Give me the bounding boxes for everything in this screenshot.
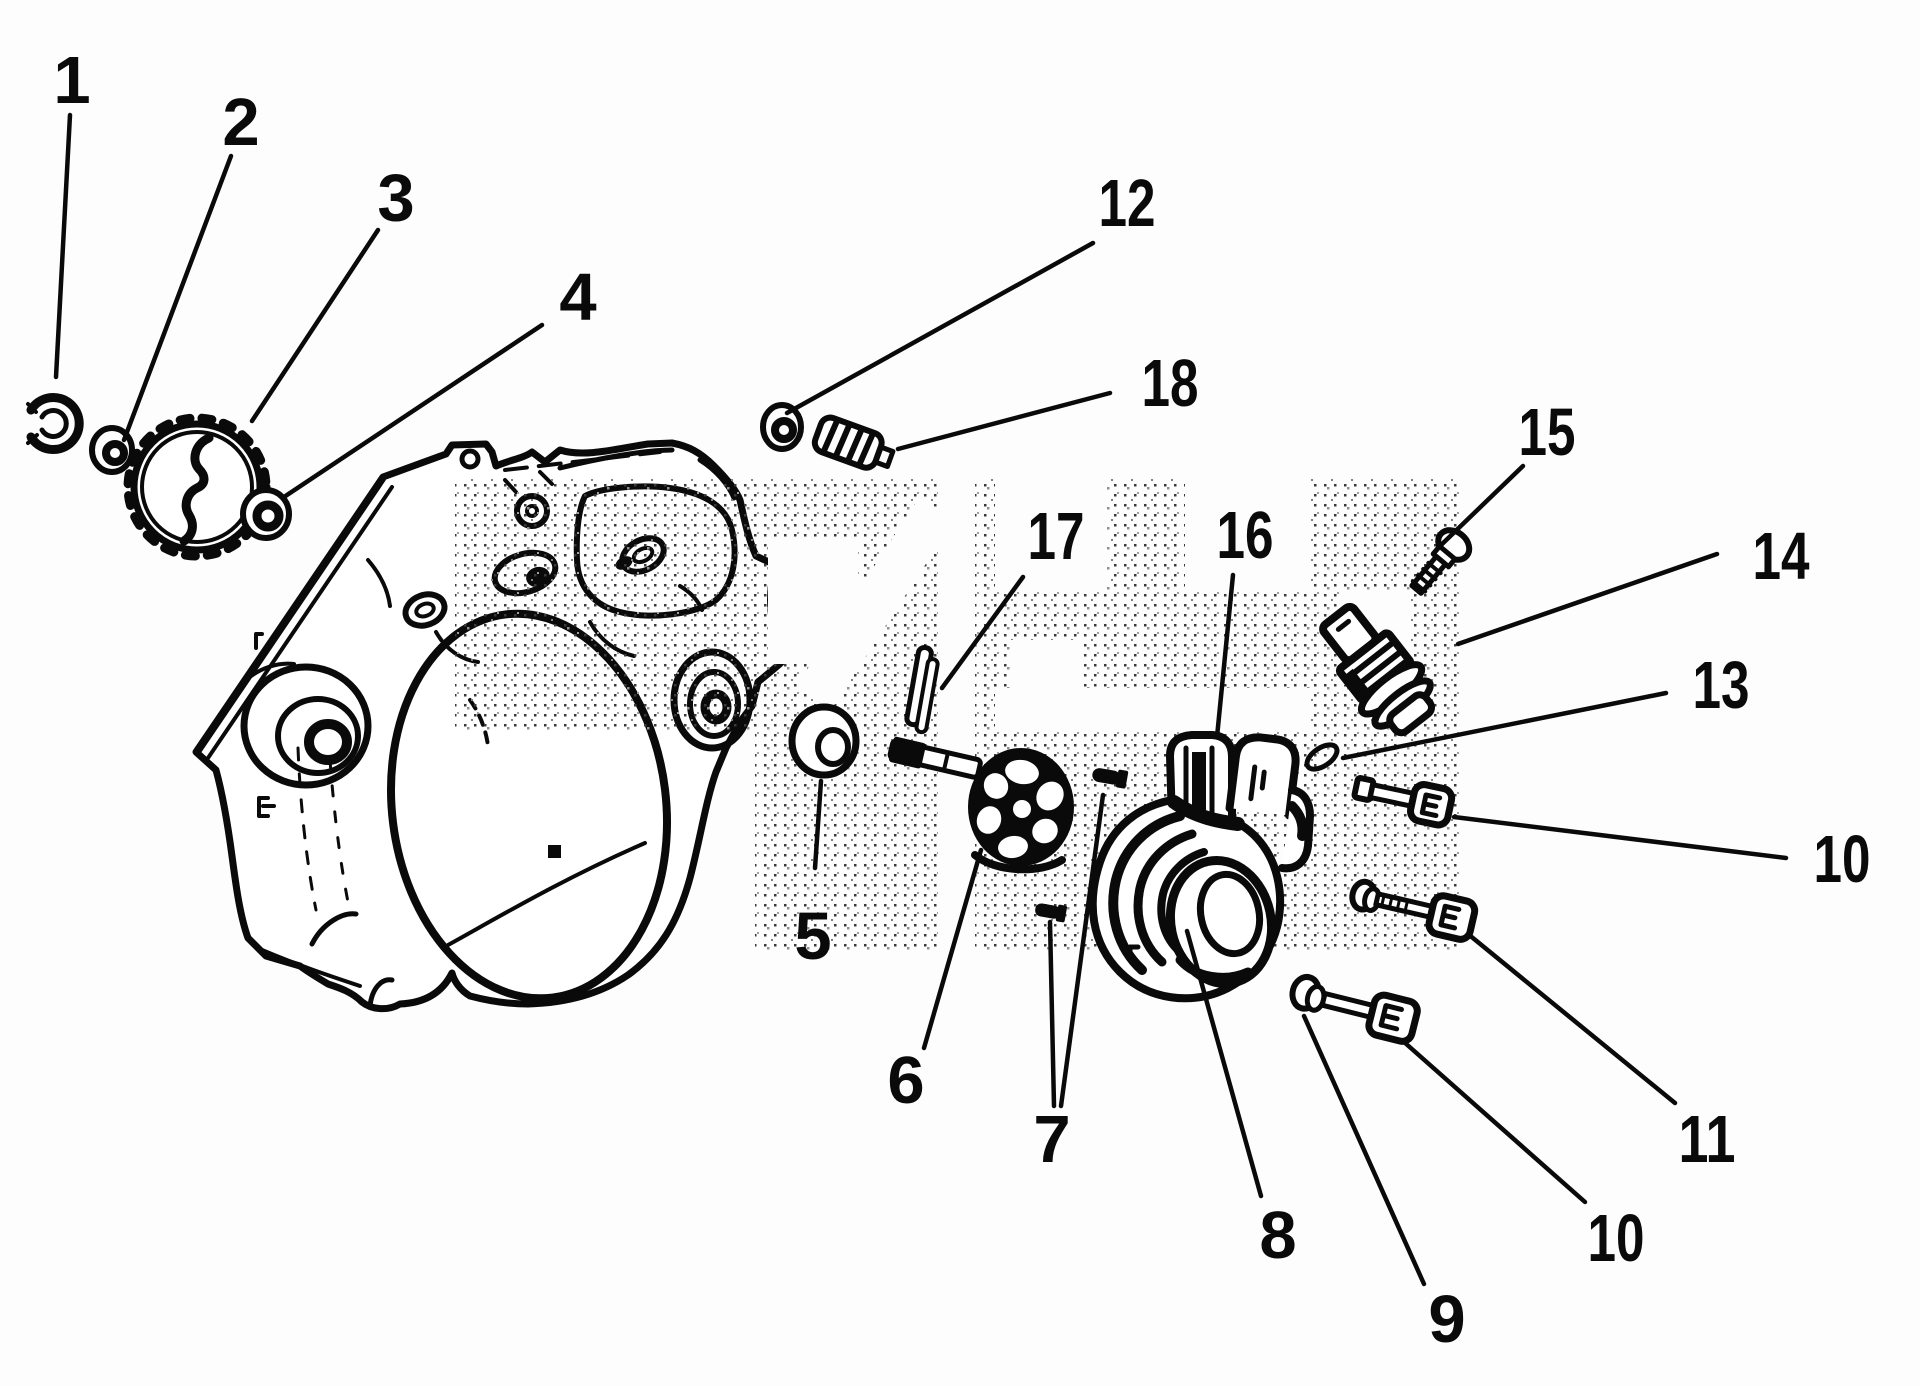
svg-text:1: 1 [53, 43, 90, 118]
svg-text:16: 16 [1217, 498, 1274, 573]
svg-text:13: 13 [1693, 648, 1750, 723]
svg-text:14: 14 [1753, 519, 1810, 594]
svg-text:3: 3 [377, 161, 414, 236]
svg-text:15: 15 [1519, 395, 1576, 470]
svg-text:7: 7 [1033, 1102, 1070, 1177]
svg-text:6: 6 [887, 1043, 924, 1118]
svg-text:9: 9 [1428, 1282, 1465, 1357]
svg-text:11: 11 [1679, 1102, 1736, 1177]
svg-text:2: 2 [222, 85, 259, 160]
svg-text:18: 18 [1142, 346, 1199, 421]
svg-text:10: 10 [1588, 1201, 1645, 1276]
svg-text:4: 4 [559, 260, 596, 335]
svg-text:8: 8 [1259, 1198, 1296, 1273]
svg-text:10: 10 [1814, 822, 1871, 897]
svg-text:5: 5 [794, 899, 831, 974]
svg-text:17: 17 [1028, 499, 1085, 574]
svg-text:12: 12 [1099, 166, 1156, 241]
